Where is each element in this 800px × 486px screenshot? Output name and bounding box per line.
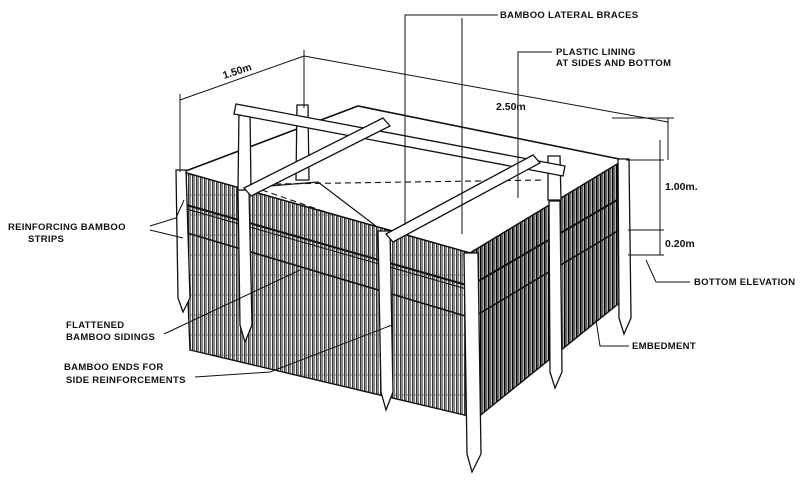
label-ends-line2: SIDE REINFORCEMENTS [66, 375, 186, 386]
front-siding-wall [182, 171, 478, 419]
label-flattened-line2: BAMBOO SIDINGS [66, 332, 155, 343]
label-embedment: EMBEDMENT [632, 341, 696, 352]
label-reinforcing-line1: REINFORCING BAMBOO [8, 222, 126, 233]
label-lateral-braces: BAMBOO LATERAL BRACES [500, 10, 638, 21]
label-bottom-elevation: BOTTOM ELEVATION [694, 277, 795, 288]
dimension-lines [179, 50, 674, 256]
leader-lines [149, 14, 690, 378]
label-flattened-line1: FLATTENED [66, 320, 124, 331]
dim-width: 1.50m [221, 61, 253, 82]
label-plastic-lining-line1: PLASTIC LINING [556, 47, 636, 58]
bamboo-lateral-braces [233, 103, 566, 243]
label-plastic-lining-line2: AT SIDES AND BOTTOM [556, 58, 671, 69]
dim-length: 2.50m [496, 101, 526, 113]
label-reinforcing-line2: STRIPS [28, 234, 64, 245]
bamboo-posts [175, 104, 632, 474]
dim-embed: 0.20m [665, 238, 695, 250]
label-ends-line1: BAMBOO ENDS FOR [64, 362, 164, 373]
dim-height: 1.00m. [665, 181, 698, 193]
callouts: BAMBOO LATERAL BRACES PLASTIC LINING AT … [8, 10, 795, 386]
